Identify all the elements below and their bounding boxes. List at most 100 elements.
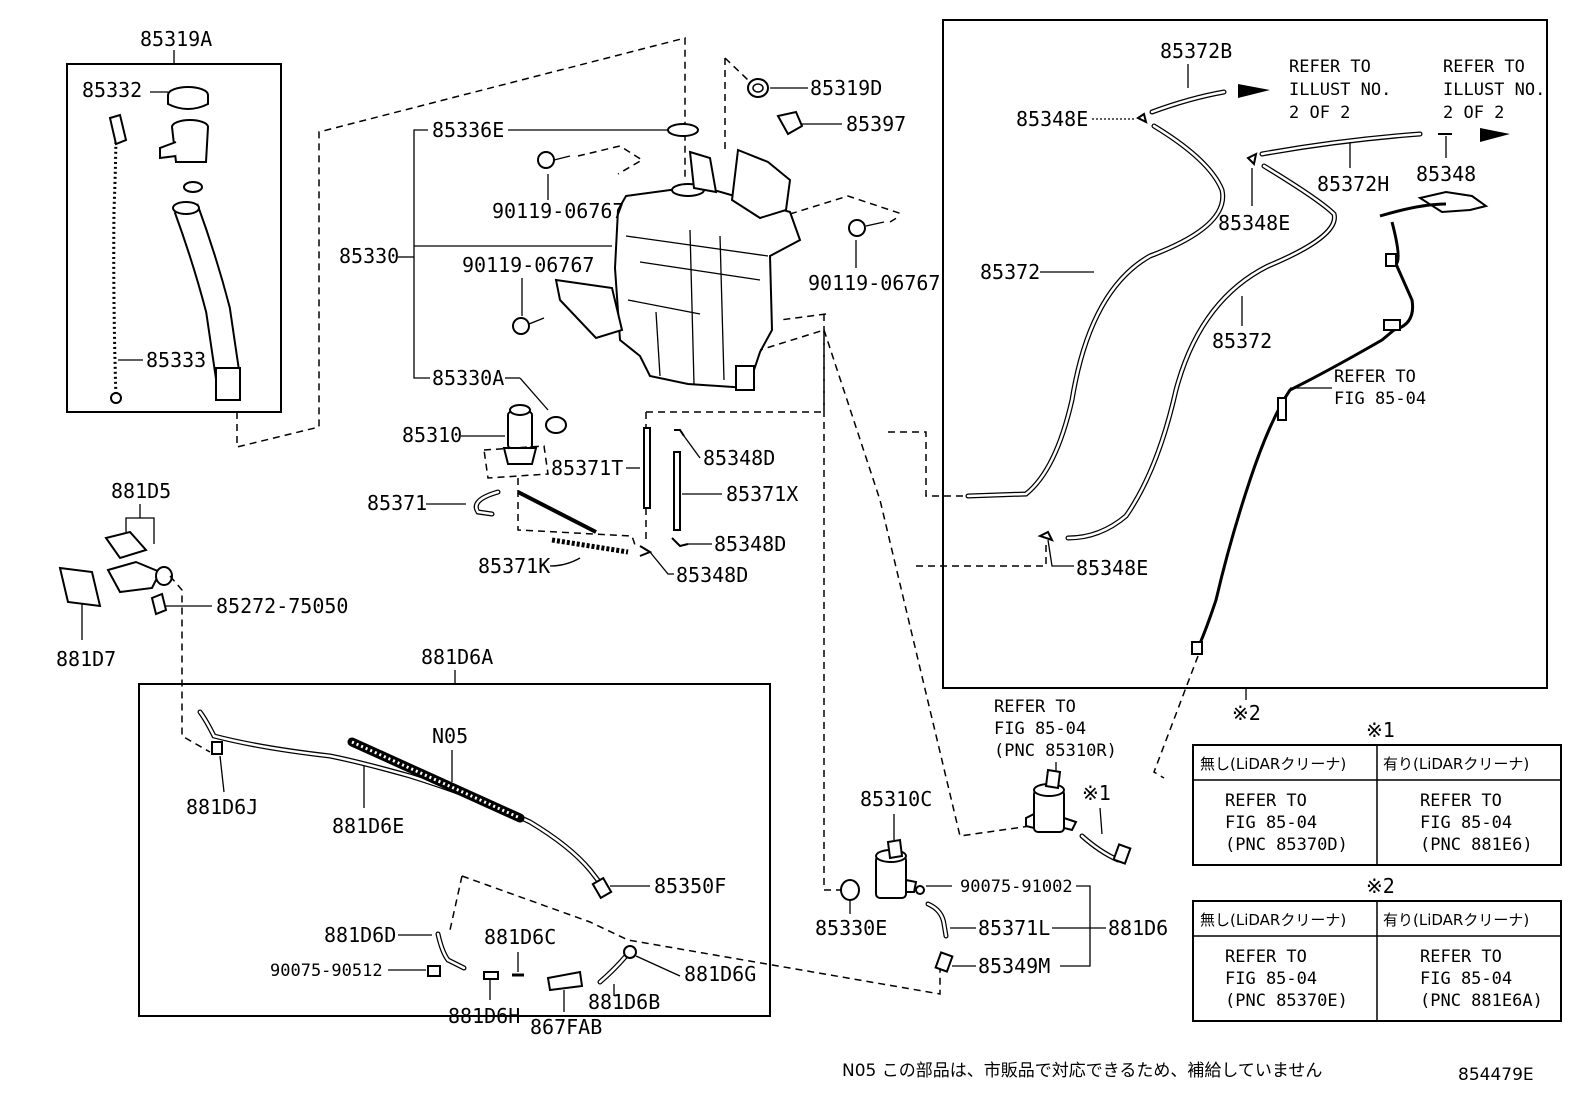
label-85348E-a[interactable]: 85348E <box>1016 107 1088 131</box>
label-881D5[interactable]: 881D5 <box>111 479 171 503</box>
label-85348[interactable]: 85348 <box>1416 162 1476 186</box>
refer-illust-2-l1: REFER TO <box>1443 57 1525 77</box>
lower-pump-group: REFER TO FIG 85-04 (PNC 85310R) ※1 85310… <box>815 697 1168 978</box>
label-85372-b[interactable]: 85372 <box>1212 329 1272 353</box>
part-881D7 <box>58 566 102 608</box>
table-2-right-l1: REFER TO <box>1420 947 1502 967</box>
label-881D6D[interactable]: 881D6D <box>324 923 396 947</box>
table-2-left-l2: FIG 85-04 <box>1225 969 1317 989</box>
label-N05[interactable]: N05 <box>432 724 468 748</box>
label-881D6[interactable]: 881D6 <box>1108 916 1168 940</box>
cap-85330E <box>840 879 860 901</box>
label-85330E[interactable]: 85330E <box>815 916 887 940</box>
label-881D6H[interactable]: 881D6H <box>448 1004 520 1028</box>
label-881D6A[interactable]: 881D6A <box>421 645 493 669</box>
label-85310C[interactable]: 85310C <box>860 787 932 811</box>
refer-fig-85310R-l1: REFER TO <box>994 697 1076 717</box>
label-85348D-a[interactable]: 85348D <box>703 446 775 470</box>
label-85371T[interactable]: 85371T <box>551 456 623 480</box>
bolt-c <box>848 219 866 237</box>
bolt-a <box>537 151 555 169</box>
label-85336E[interactable]: 85336E <box>432 118 504 142</box>
label-85310[interactable]: 85310 <box>402 423 462 447</box>
joint-881D6J <box>211 741 223 755</box>
joint-85348D-c <box>639 545 653 557</box>
table-1-right-l3: (PNC 881E6) <box>1420 835 1533 855</box>
table-1-right-l2: FIG 85-04 <box>1420 813 1512 833</box>
hose-85371 <box>517 490 597 534</box>
table-1-left-l3: (PNC 85370D) <box>1225 835 1348 855</box>
hose-85372-b <box>1065 163 1337 541</box>
table-1-header-without: 無し(LiDARクリーナ) <box>1200 755 1346 773</box>
filler-group: 85319A 85332 85333 <box>66 27 282 413</box>
hose-881D6E <box>197 709 607 891</box>
table-2-left-l3: (PNC 85370E) <box>1225 991 1348 1011</box>
clip-90075-91002 <box>915 885 925 895</box>
label-90119-c[interactable]: 90119-06767 <box>808 271 940 295</box>
camera-body <box>106 560 162 594</box>
grommet <box>667 123 699 137</box>
label-881D6J[interactable]: 881D6J <box>186 795 258 819</box>
label-85372B[interactable]: 85372B <box>1160 39 1232 63</box>
label-85350F[interactable]: 85350F <box>654 874 726 898</box>
table-2-header-with: 有り(LiDARクリーナ) <box>1383 911 1529 929</box>
clip-90075-90512 <box>427 965 441 977</box>
label-85272-75050[interactable]: 85272-75050 <box>216 594 348 618</box>
label-881D7[interactable]: 881D7 <box>56 647 116 671</box>
washer-tank <box>613 184 802 390</box>
seal-85319D <box>747 78 769 98</box>
label-85330[interactable]: 85330 <box>339 244 399 268</box>
label-85372-a[interactable]: 85372 <box>980 260 1040 284</box>
label-90075-90512[interactable]: 90075-90512 <box>270 961 383 981</box>
refer-illust-2-l2: ILLUST NO. <box>1443 80 1545 100</box>
nozzle-hose-box <box>138 683 771 1017</box>
label-85371[interactable]: 85371 <box>367 491 427 515</box>
table-1: ※1 無し(LiDARクリーナ) 有り(LiDARクリーナ) REFER TO … <box>1192 718 1562 866</box>
label-881D6C[interactable]: 881D6C <box>484 925 556 949</box>
label-881D6B[interactable]: 881D6B <box>588 990 660 1014</box>
camera-bracket <box>104 530 148 560</box>
label-85371L[interactable]: 85371L <box>978 916 1050 940</box>
label-85371K[interactable]: 85371K <box>478 554 550 578</box>
illustration-code: 854479E <box>1458 1065 1534 1085</box>
label-90119-b[interactable]: 90119-06767 <box>462 253 594 277</box>
refer-illust-1-l3: 2 OF 2 <box>1289 103 1350 123</box>
label-85330A[interactable]: 85330A <box>432 366 504 390</box>
table-1-right-l1: REFER TO <box>1420 791 1502 811</box>
label-85349M[interactable]: 85349M <box>978 954 1050 978</box>
pump-group: 85310 85371 85371T 85371K 85348D 85371X … <box>367 313 827 587</box>
label-85371X[interactable]: 85371X <box>726 482 798 506</box>
label-90119-a[interactable]: 90119-06767 <box>492 199 624 223</box>
nozzle-hose-group: 881D6A 881D6J N05 881D6E 85350F 881D6D 8… <box>138 645 941 1039</box>
label-881D6E[interactable]: 881D6E <box>332 814 404 838</box>
label-85319A[interactable]: 85319A <box>140 27 212 51</box>
label-85319D[interactable]: 85319D <box>810 76 882 100</box>
label-85332[interactable]: 85332 <box>82 78 142 102</box>
label-85372H[interactable]: 85372H <box>1317 172 1389 196</box>
label-85348D-c[interactable]: 85348D <box>676 563 748 587</box>
label-85348D-b[interactable]: 85348D <box>714 532 786 556</box>
valve-867FAB <box>546 970 584 992</box>
table-1-mark: ※1 <box>1366 718 1395 742</box>
label-85348E-c[interactable]: 85348E <box>1076 556 1148 580</box>
label-85333[interactable]: 85333 <box>146 348 206 372</box>
filler-oring <box>183 181 203 193</box>
label-90075-91002[interactable]: 90075-91002 <box>960 877 1073 897</box>
table-1-header-with: 有り(LiDARクリーナ) <box>1383 755 1529 773</box>
refer-fig-85-04-l1: REFER TO <box>1334 367 1416 387</box>
mark-2-right-box: ※2 <box>1232 701 1261 725</box>
label-867FAB[interactable]: 867FAB <box>530 1015 602 1039</box>
label-881D6G[interactable]: 881D6G <box>684 962 756 986</box>
table-1-left-l1: REFER TO <box>1225 791 1307 811</box>
pump-85310 <box>507 411 533 449</box>
bolt-b <box>512 317 530 335</box>
filler-neck <box>171 126 209 163</box>
label-85397[interactable]: 85397 <box>846 112 906 136</box>
hose-85371X <box>673 451 681 531</box>
tank-group: 85336E 85330 85330A 90119-06767 90119-06… <box>339 57 940 434</box>
refer-illust-1-l2: ILLUST NO. <box>1289 80 1391 100</box>
label-85348E-b[interactable]: 85348E <box>1218 211 1290 235</box>
clip-85272 <box>150 592 168 616</box>
table-2-mark: ※2 <box>1366 874 1395 898</box>
